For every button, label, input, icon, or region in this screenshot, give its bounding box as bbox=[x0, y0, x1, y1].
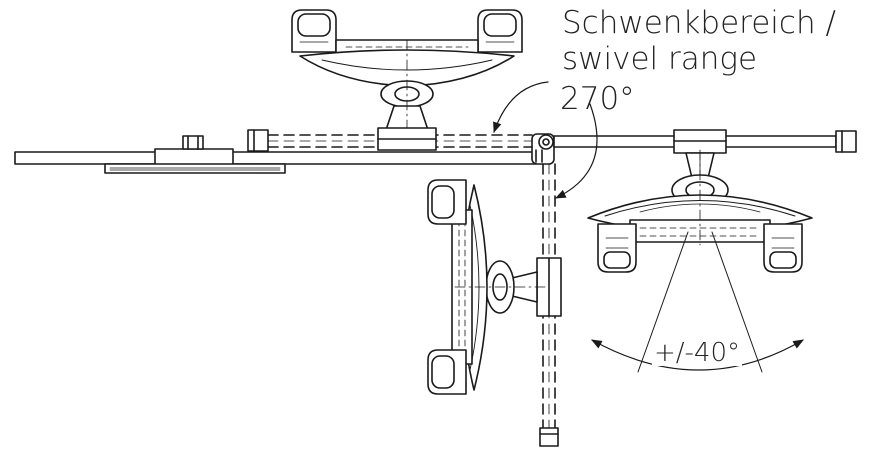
device-left bbox=[428, 180, 561, 394]
tilt-angle-label: +/-40° bbox=[652, 338, 743, 368]
tilt-range-indicator bbox=[591, 232, 804, 372]
tilt-line-left bbox=[638, 232, 688, 372]
pivot-bolt bbox=[539, 135, 553, 149]
device-top-grip-right bbox=[478, 10, 522, 52]
swivel-range-label-en: swivel range bbox=[562, 41, 758, 77]
extension-arm-endcap bbox=[836, 131, 856, 152]
tilt-line-right bbox=[712, 232, 762, 372]
base-arm bbox=[15, 136, 535, 173]
arm-down-endcap bbox=[540, 428, 558, 446]
device-top-grip-left bbox=[292, 10, 336, 52]
device-top bbox=[292, 10, 522, 150]
swivel-range-arc-lower bbox=[555, 104, 597, 198]
swivel-range-label-de: Schwenkbereich / bbox=[562, 5, 836, 41]
device-right bbox=[588, 130, 812, 272]
tilt-arc bbox=[591, 340, 804, 370]
swivel-angle-label: 270° bbox=[560, 81, 635, 117]
base-mount-knob bbox=[183, 136, 203, 149]
base-arm-rail bbox=[15, 152, 535, 164]
device-left-grip-top bbox=[428, 180, 466, 224]
base-mount-plate bbox=[105, 164, 285, 173]
arm-top-endcap bbox=[248, 130, 268, 151]
swivel-range-arc-upper bbox=[493, 82, 548, 134]
device-left-grip-bottom bbox=[428, 350, 466, 394]
pivot-joint bbox=[532, 134, 554, 164]
